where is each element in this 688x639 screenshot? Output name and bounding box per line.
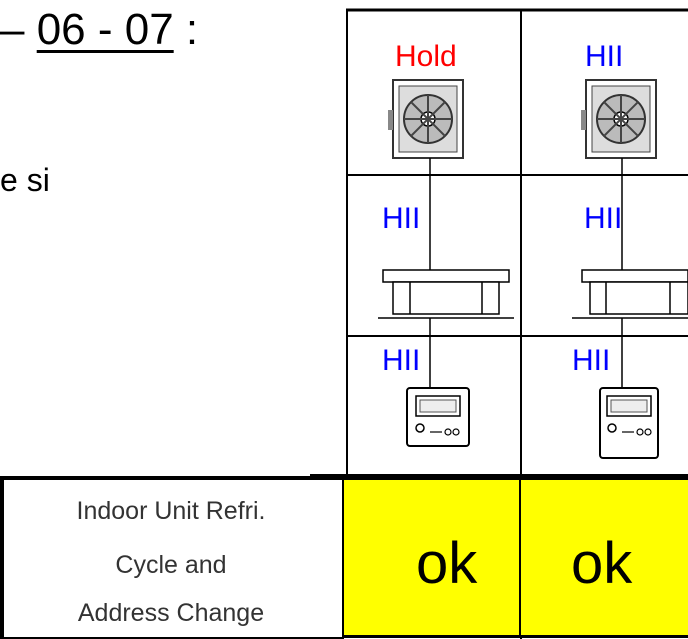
- indoor-cassette-icon: [378, 269, 514, 319]
- result-ok-2: ok: [571, 531, 633, 596]
- heading-prefix: –: [0, 5, 37, 54]
- outdoor-label-col1: Hold: [395, 40, 457, 73]
- remote-controller-icon: [599, 387, 659, 459]
- row-label-line-3: Address Change: [77, 599, 265, 627]
- row-label-line-1: Indoor Unit Refri.: [76, 497, 266, 525]
- result-ok-1: ok: [416, 531, 478, 596]
- result-cell-2: ok: [521, 476, 688, 637]
- indoor-label-col2: HII: [584, 202, 623, 235]
- indoor-cassette-icon: [572, 269, 688, 319]
- row-label-table: Indoor Unit Refri. Cycle and Address Cha…: [0, 476, 344, 639]
- heading-suffix: :: [173, 5, 199, 54]
- outdoor-unit-icon: [581, 79, 657, 159]
- result-cell-1: ok: [344, 476, 521, 637]
- indoor-label-col1: HII: [382, 202, 421, 235]
- outdoor-label-col2: HII: [585, 40, 624, 73]
- remote-label-col1: HII: [382, 344, 421, 377]
- heading-date: 06 - 07: [36, 5, 174, 54]
- partial-text: e si: [0, 162, 50, 198]
- remote-controller-icon: [406, 387, 470, 447]
- remote-label-col2: HII: [572, 344, 611, 377]
- outdoor-unit-icon: [388, 79, 464, 159]
- row-label-line-2: Cycle and: [115, 551, 227, 579]
- page-heading: – 06 - 07 :: [0, 2, 198, 58]
